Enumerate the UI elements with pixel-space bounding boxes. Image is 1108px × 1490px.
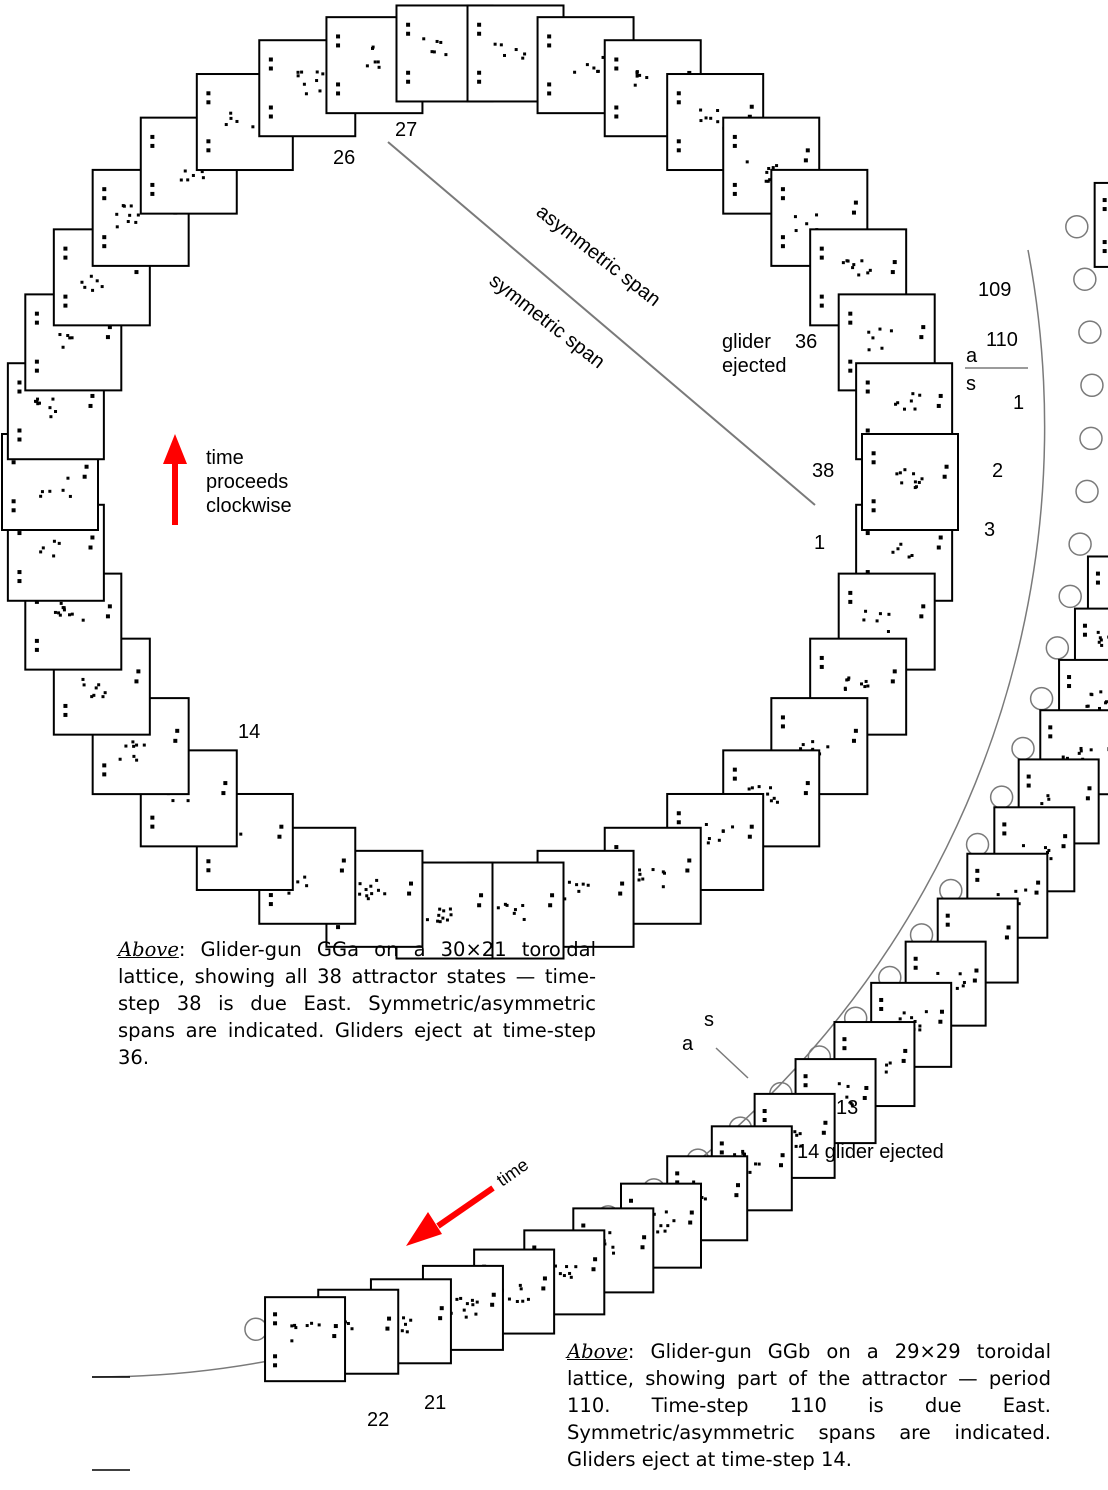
step-14-label: 14 xyxy=(238,721,261,743)
gga-b-step-1-label: 1 xyxy=(1013,392,1025,414)
step-38-label: 38 xyxy=(812,460,835,482)
glider-label: glider xyxy=(722,331,771,353)
ggb-attractor-arc xyxy=(91,181,1108,1383)
gga-attractor-ring xyxy=(1,4,959,960)
step-26-label: 26 xyxy=(333,147,356,169)
gga-state-frame xyxy=(809,228,908,327)
caption-ggb-lead: Above xyxy=(567,1340,628,1363)
ejected-label: ejected xyxy=(722,355,787,377)
asymmetric-marker-top: a xyxy=(966,345,978,367)
step-13-label: 13 xyxy=(836,1097,859,1119)
gga-state-frame xyxy=(861,433,959,531)
asymmetric-marker-mid: a xyxy=(682,1033,694,1055)
ggb-state-frame xyxy=(1093,181,1108,268)
step-3-label: 3 xyxy=(984,519,996,541)
symmetric-marker-top: s xyxy=(966,373,976,395)
caption-gga: Above: Glider-gun GGa on a 30×21 toroida… xyxy=(118,936,596,1071)
time-direction-label: time xyxy=(493,1154,532,1190)
span-divider-line xyxy=(387,141,816,506)
symmetric-marker-mid: s xyxy=(704,1009,714,1031)
time-label: time xyxy=(206,447,244,469)
caption-ggb-body: : Glider-gun GGb on a 29×29 toroidal lat… xyxy=(567,1340,1051,1471)
step-109-label: 109 xyxy=(978,279,1012,301)
step-22-label: 22 xyxy=(367,1409,390,1431)
caption-ggb: Above: Glider-gun GGb on a 29×29 toroida… xyxy=(567,1338,1051,1473)
time-arrow-southwest xyxy=(406,1185,495,1246)
span-divider-tick-mid xyxy=(715,1047,749,1079)
time-arrow-up xyxy=(163,434,187,525)
ggb-state-frame xyxy=(264,1296,347,1383)
step-21-label: 21 xyxy=(424,1392,447,1414)
step-36-label: 36 xyxy=(795,331,818,353)
caption-gga-lead: Above xyxy=(118,938,179,961)
step-110-label: 110 xyxy=(986,329,1018,351)
clockwise-label: clockwise xyxy=(206,495,292,517)
symmetric-span-label: symmetric span xyxy=(485,270,609,374)
asymmetric-span-label: asymmetric span xyxy=(532,201,665,311)
glider-ejected-label: 14 glider ejected xyxy=(797,1141,944,1163)
step-2-label: 2 xyxy=(992,460,1004,482)
proceeds-label: proceeds xyxy=(206,471,289,493)
caption-gga-body: : Glider-gun GGa on a 30×21 toroidal lat… xyxy=(118,938,596,1069)
step-27-label: 27 xyxy=(395,119,418,141)
step-1-label: 1 xyxy=(814,532,826,554)
